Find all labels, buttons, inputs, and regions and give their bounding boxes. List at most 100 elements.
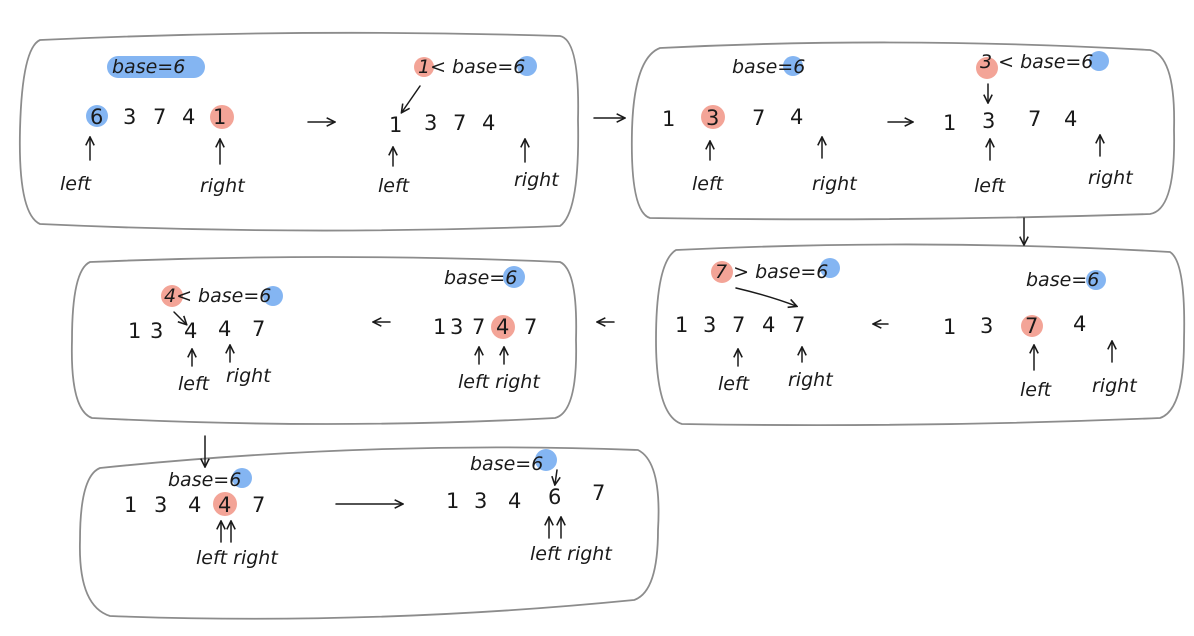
number: 3 bbox=[150, 319, 163, 343]
step-9: base=6 1 3 4 4 7 left right bbox=[124, 468, 279, 569]
base-highlight bbox=[107, 56, 205, 78]
compare-label: 1< base=6 bbox=[418, 56, 525, 78]
right-label: right bbox=[812, 173, 858, 195]
step-5: base=6 1 3 7 4 left right bbox=[943, 269, 1138, 401]
left-right-label: left right bbox=[530, 543, 613, 565]
number: 7 bbox=[732, 313, 745, 337]
compare-highlight bbox=[161, 285, 183, 307]
compare-highlight bbox=[210, 105, 234, 129]
step-8: 4< base=6 1 3 4 4 7 left right bbox=[128, 285, 283, 395]
step-4: 3 < base=6 1 3 7 4 left right bbox=[943, 51, 1134, 197]
number: 7 bbox=[252, 493, 265, 517]
number: 7 bbox=[792, 313, 805, 337]
compare-highlight bbox=[1021, 315, 1043, 337]
number: 6 bbox=[90, 105, 103, 129]
number: 1 bbox=[128, 319, 141, 343]
left-label: left bbox=[692, 173, 725, 195]
right-label: right bbox=[788, 369, 834, 391]
pivot-highlight bbox=[1089, 51, 1109, 71]
left-label: left bbox=[718, 373, 751, 395]
pivot-highlight bbox=[503, 266, 525, 288]
right-label: right bbox=[200, 175, 246, 197]
left-label: left bbox=[974, 175, 1007, 197]
number: 7 bbox=[524, 315, 537, 339]
number: 6 bbox=[548, 485, 561, 509]
number: 7 bbox=[592, 481, 605, 505]
pivot-highlight bbox=[783, 56, 803, 76]
number: 4 bbox=[182, 105, 195, 129]
step-3: base=6 1 3 7 4 left right bbox=[662, 56, 858, 195]
left-label: left bbox=[178, 373, 211, 395]
compare-highlight bbox=[976, 57, 998, 79]
pivot-highlight bbox=[263, 286, 283, 306]
number: 4 bbox=[1064, 107, 1077, 131]
compare-label: 7 > base=6 bbox=[715, 261, 828, 283]
number: 3 bbox=[123, 105, 136, 129]
number: 7 bbox=[472, 315, 485, 339]
number: 4 bbox=[1073, 312, 1086, 336]
number: 1 bbox=[446, 489, 459, 513]
left-right-label: left right bbox=[458, 371, 541, 393]
compare-highlight bbox=[491, 315, 515, 339]
frame-row1-right bbox=[630, 41, 1176, 221]
base-label: base=6 bbox=[112, 56, 185, 78]
right-label: right bbox=[1088, 167, 1134, 189]
number: 3 bbox=[982, 109, 995, 133]
number: 7 bbox=[252, 317, 265, 341]
left-label: left bbox=[60, 173, 93, 195]
step-7: base=6 1 3 7 4 7 left right bbox=[433, 266, 541, 393]
frame-row2-left bbox=[70, 256, 578, 425]
number: 1 bbox=[124, 493, 137, 517]
number: 1 bbox=[662, 107, 675, 131]
number: 3 bbox=[474, 489, 487, 513]
number: 7 bbox=[1025, 314, 1038, 338]
number: 4 bbox=[184, 319, 197, 343]
compare-label: 3 < base=6 bbox=[980, 51, 1093, 73]
pivot-highlight bbox=[1086, 270, 1106, 290]
number: 7 bbox=[1028, 107, 1041, 131]
number: 1 bbox=[433, 315, 446, 339]
step-10: base=6 1 3 4 6 7 left right bbox=[446, 449, 613, 565]
number: 4 bbox=[482, 111, 495, 135]
pivot-highlight bbox=[535, 449, 557, 471]
number: 3 bbox=[706, 106, 719, 130]
frame-row2-right bbox=[655, 243, 1186, 427]
compare-highlight bbox=[701, 105, 725, 129]
number: 4 bbox=[218, 493, 231, 517]
number: 4 bbox=[508, 489, 521, 513]
frame-row3 bbox=[79, 446, 660, 620]
number: 7 bbox=[153, 105, 166, 129]
frame-row1-left bbox=[18, 31, 580, 232]
compare-label: 4< base=6 bbox=[164, 285, 271, 307]
compare-highlight bbox=[213, 492, 237, 516]
move-arrow bbox=[555, 469, 557, 484]
move-arrow bbox=[735, 287, 796, 306]
number: 1 bbox=[389, 113, 402, 137]
number: 3 bbox=[154, 493, 167, 517]
pivot-highlight bbox=[86, 105, 108, 127]
compare-highlight bbox=[414, 57, 434, 77]
base-label: base=6 bbox=[168, 469, 241, 491]
move-arrow bbox=[173, 311, 186, 324]
number: 7 bbox=[453, 111, 466, 135]
left-label: left bbox=[1020, 379, 1053, 401]
base-label: base=6 bbox=[1026, 269, 1099, 291]
number: 3 bbox=[450, 315, 463, 339]
right-label: right bbox=[226, 365, 272, 387]
left-label: left bbox=[378, 175, 411, 197]
number: 4 bbox=[496, 315, 509, 339]
step-6: 7 > base=6 1 3 7 4 7 left right bbox=[675, 258, 840, 395]
step-2: 1< base=6 1 3 7 4 left right bbox=[378, 56, 560, 197]
base-label: base=6 bbox=[732, 56, 805, 78]
number: 4 bbox=[218, 317, 231, 341]
number: 1 bbox=[675, 313, 688, 337]
pivot-highlight bbox=[517, 56, 537, 76]
move-arrow bbox=[402, 85, 421, 112]
number: 1 bbox=[943, 111, 956, 135]
number: 1 bbox=[943, 315, 956, 339]
number: 4 bbox=[188, 493, 201, 517]
right-label: right bbox=[514, 169, 560, 191]
pivot-highlight bbox=[820, 258, 840, 278]
number: 3 bbox=[424, 111, 437, 135]
number: 4 bbox=[762, 313, 775, 337]
